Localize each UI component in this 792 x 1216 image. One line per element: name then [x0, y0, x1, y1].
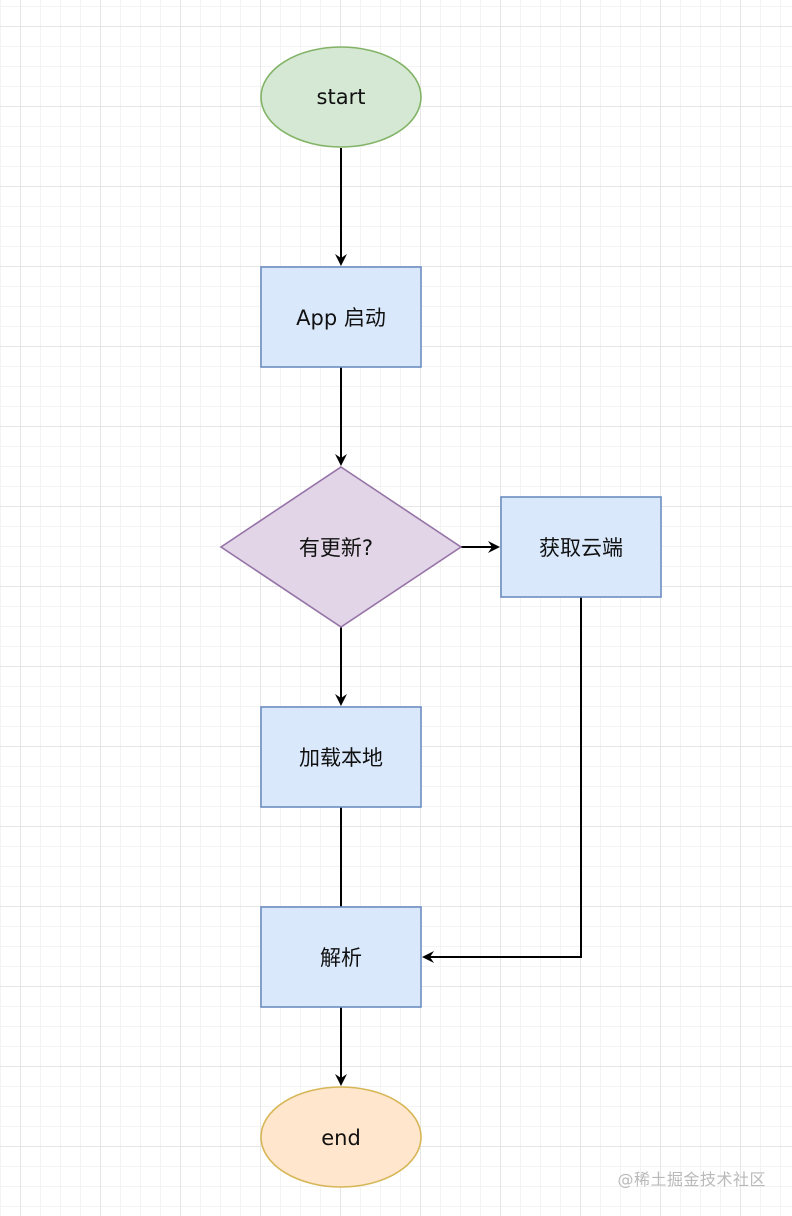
edge-fetch-cloud-to-parse — [422, 597, 582, 963]
start-ellipse — [260, 46, 422, 148]
parse-node[interactable]: 解析 — [260, 906, 422, 1008]
fetch-cloud-node[interactable]: 获取云端 — [500, 496, 662, 598]
parse-label: 解析 — [320, 946, 362, 970]
start-label: start — [317, 85, 366, 109]
fetch-cloud-label: 获取云端 — [539, 536, 623, 560]
decision-node[interactable]: 有更新? — [219, 466, 463, 628]
start-node[interactable]: start — [260, 46, 422, 148]
load-local-label: 加载本地 — [299, 746, 383, 770]
end-node[interactable]: end — [260, 1086, 422, 1188]
end-ellipse — [260, 1086, 422, 1188]
decision-diamond — [219, 466, 463, 628]
fetch-cloud-box — [500, 496, 662, 598]
app-start-node[interactable]: App 启动 — [260, 266, 422, 368]
parse-box — [260, 906, 422, 1008]
watermark-text: @稀土掘金技术社区 — [617, 1170, 766, 1189]
load-local-node[interactable]: 加载本地 — [260, 706, 422, 808]
end-label: end — [321, 1126, 361, 1150]
load-local-box — [260, 706, 422, 808]
app-start-box — [260, 266, 422, 368]
app-start-label: App 启动 — [296, 306, 386, 330]
decision-label: 有更新? — [299, 536, 373, 560]
